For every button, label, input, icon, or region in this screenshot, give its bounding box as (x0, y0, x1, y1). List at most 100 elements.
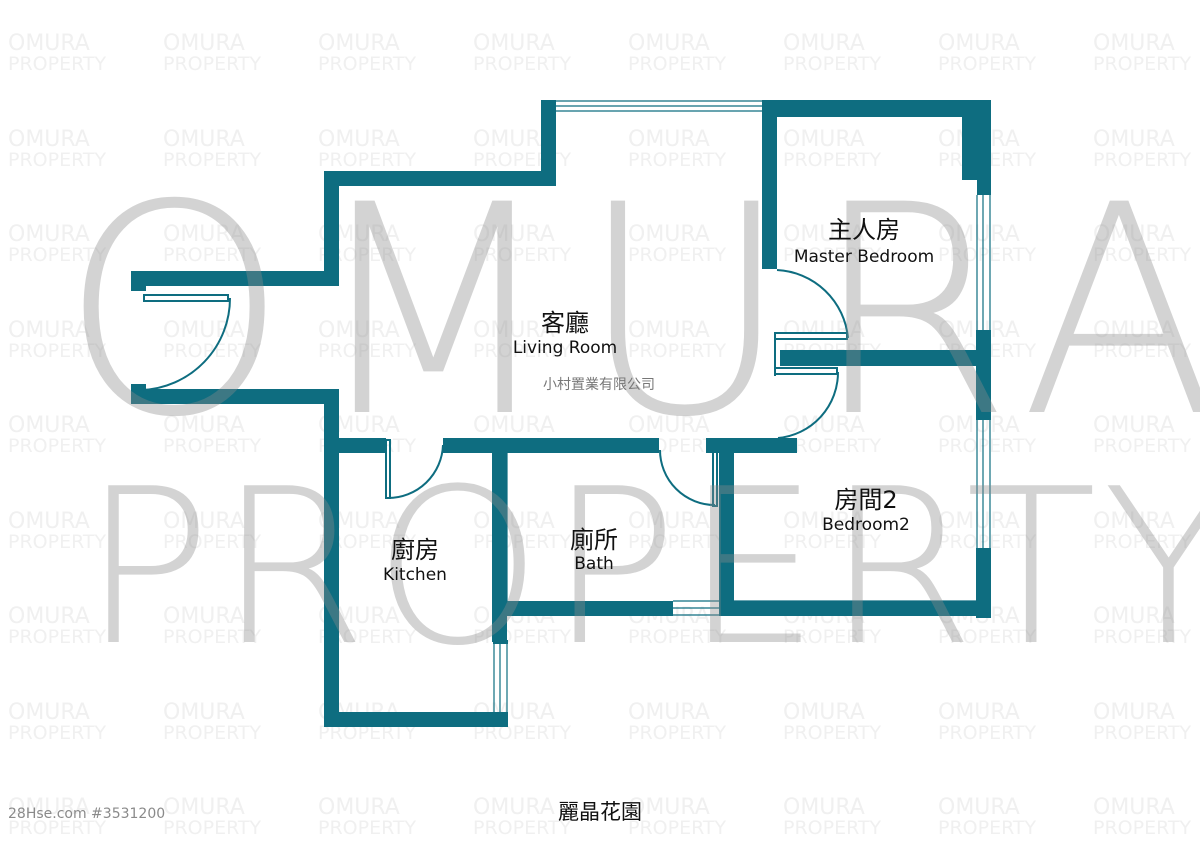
small-watermark-line2: PROPERTY (473, 817, 572, 839)
small-watermark-line1: OMURA (1093, 413, 1175, 438)
small-watermark-line2: PROPERTY (783, 148, 882, 171)
small-watermark-line2: PROPERTY (938, 817, 1037, 839)
small-watermark-line1: OMURA (473, 317, 555, 343)
small-watermark-line2: PROPERTY (783, 244, 882, 266)
small-watermark-line2: PROPERTY (783, 435, 882, 457)
small-watermark-line1: OMURA (163, 317, 245, 343)
small-watermark-line2: PROPERTY (1093, 435, 1192, 457)
small-watermark-line1: OMURA (783, 222, 865, 247)
small-watermark-line2: PROPERTY (938, 530, 1037, 553)
wall (976, 548, 991, 618)
small-watermark-line2: PROPERTY (938, 53, 1037, 75)
small-watermark-line1: OMURA (318, 126, 400, 152)
wall (443, 438, 613, 453)
small-watermark-line2: PROPERTY (163, 53, 262, 75)
small-watermark-line2: PROPERTY (1093, 339, 1192, 362)
small-watermark-line1: OMURA (473, 795, 555, 820)
small-watermark-line2: PROPERTY (628, 53, 727, 75)
small-watermark-line2: PROPERTY (8, 244, 107, 266)
master-bedroom-label-zh: 主人房 (828, 216, 900, 244)
small-watermark-line2: PROPERTY (8, 530, 107, 553)
small-watermark-line2: PROPERTY (473, 53, 572, 75)
small-watermark-line2: PROPERTY (938, 721, 1037, 744)
living-room-label-zh: 客廳 (541, 309, 589, 337)
small-watermark-line1: OMURA (8, 699, 90, 725)
small-watermark-line2: PROPERTY (628, 530, 727, 553)
small-watermark-line1: OMURA (8, 317, 90, 343)
wall (324, 171, 339, 286)
wall (719, 438, 734, 616)
small-watermark-line2: PROPERTY (163, 626, 262, 648)
estate-name: 麗晶花園 (558, 800, 642, 824)
small-watermark-line1: OMURA (8, 126, 90, 152)
small-watermark-line2: PROPERTY (628, 244, 727, 266)
small-watermark-line2: PROPERTY (8, 721, 107, 744)
small-watermark-line1: OMURA (938, 795, 1020, 820)
small-watermark-line2: PROPERTY (783, 626, 882, 648)
small-watermark-line2: PROPERTY (783, 530, 882, 553)
small-watermark-line2: PROPERTY (1093, 817, 1192, 839)
small-watermark-line1: OMURA (8, 795, 90, 820)
bath-label-en: Bath (574, 554, 614, 574)
wall (324, 712, 508, 727)
small-watermark-line1: OMURA (473, 222, 555, 247)
kitchen-label-en: Kitchen (383, 565, 447, 585)
wall (131, 271, 146, 291)
small-watermark-line2: PROPERTY (163, 435, 262, 457)
small-watermark-line2: PROPERTY (8, 339, 107, 362)
small-watermark-line1: OMURA (1093, 126, 1175, 152)
living-room-label-en: Living Room (512, 338, 618, 358)
small-watermark-line2: PROPERTY (783, 721, 882, 744)
small-watermark-line1: OMURA (1093, 699, 1175, 725)
small-watermark-line2: PROPERTY (318, 626, 417, 648)
kitchen-door-swing (387, 444, 444, 499)
small-watermark-line1: OMURA (938, 413, 1020, 438)
small-watermark-line1: OMURA (163, 222, 245, 247)
wall (493, 640, 508, 644)
small-watermark-line2: PROPERTY (318, 53, 417, 75)
small-watermark-line1: OMURA (628, 31, 710, 56)
small-watermark-line2: PROPERTY (163, 148, 262, 171)
wall (324, 438, 386, 453)
small-watermark-line2: PROPERTY (783, 817, 882, 839)
small-watermark-line1: OMURA (473, 31, 555, 56)
small-watermark-line1: OMURA (628, 413, 710, 438)
small-watermark-line2: PROPERTY (318, 530, 417, 553)
small-watermark-line1: OMURA (473, 413, 555, 438)
listing-id: 28Hse.com #3531200 (8, 806, 166, 822)
small-watermark-line2: PROPERTY (473, 721, 572, 744)
bedroom2-label-en: Bedroom2 (822, 515, 910, 535)
wall (324, 389, 339, 726)
small-watermark-line1: OMURA (783, 795, 865, 820)
small-watermark-line1: OMURA (8, 413, 90, 438)
